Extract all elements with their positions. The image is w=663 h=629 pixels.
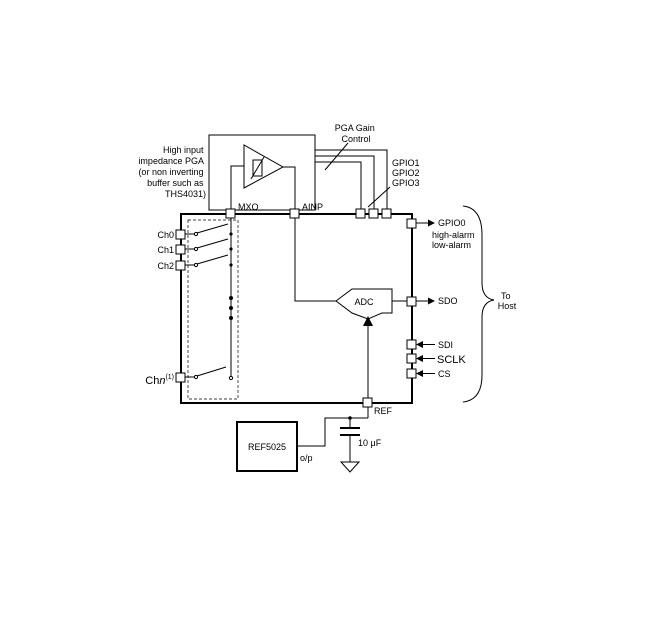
cs-label: CS [438, 369, 451, 379]
ref-pin [362, 397, 373, 408]
pga-gain-control-label: PGA Gain Control [335, 123, 378, 144]
gpio0-alarm-labels: high-alarm low-alarm [432, 230, 477, 250]
adc-label: ADC [354, 297, 374, 307]
ainp-pin [289, 208, 300, 219]
sclk-pin [406, 353, 417, 364]
cs-pin [406, 368, 417, 379]
gpio0-pin [406, 218, 417, 229]
adc-block [335, 288, 393, 320]
sclk-label: SCLK [437, 354, 466, 366]
mxo-pin [225, 208, 236, 219]
gpio1-pin [355, 208, 366, 219]
sclk-arrow-icon [416, 355, 423, 362]
ch1-pin [175, 244, 186, 255]
ref5025-chip [236, 421, 298, 472]
mux-ellipsis-dot [229, 296, 233, 300]
sdi-arrow-icon [416, 341, 423, 348]
sdo-arrow-icon [428, 297, 435, 305]
ref-arrow-icon [363, 316, 373, 326]
ch0-pin [175, 229, 186, 240]
ch2-pin [175, 260, 186, 271]
mux-ellipsis-dot [229, 306, 233, 310]
chn-pin [175, 372, 186, 383]
ainp-label: AINP [302, 202, 323, 212]
pga-note: High input impedance PGA (or non inverti… [138, 145, 206, 199]
ref-label: REF [374, 406, 393, 416]
host-brace [462, 205, 495, 403]
gpio123-labels: GPIO1 GPIO2 GPIO3 [392, 158, 422, 188]
ch0-label: Ch0 [157, 230, 174, 240]
to-host-label: To Host [498, 291, 517, 311]
pga-gain-element-icon [252, 159, 263, 177]
ch1-label: Ch1 [157, 245, 174, 255]
capacitor-label: 10 μF [358, 438, 382, 448]
gpio0-label: GPIO0 [438, 218, 466, 228]
gpio0-arrow-icon [428, 219, 435, 227]
cs-arrow-icon [416, 370, 423, 377]
ref5025-label: REF5025 [248, 442, 286, 452]
chn-label: Chn(1) [145, 374, 174, 387]
gpio3-pin [381, 208, 392, 219]
ch2-label: Ch2 [157, 261, 174, 271]
sdo-pin [406, 296, 417, 307]
pga-amplifier-icon [243, 144, 285, 189]
ref5025-output-label: o/p [300, 453, 313, 463]
mux-region [187, 219, 239, 400]
gpio2-pin [368, 208, 379, 219]
pga-box [208, 134, 316, 211]
sdi-pin [406, 339, 417, 350]
mxo-label: MXO [238, 202, 259, 212]
sdo-label: SDO [438, 296, 458, 306]
mux-ellipsis-dot [229, 316, 233, 320]
sdi-label: SDI [438, 340, 453, 350]
